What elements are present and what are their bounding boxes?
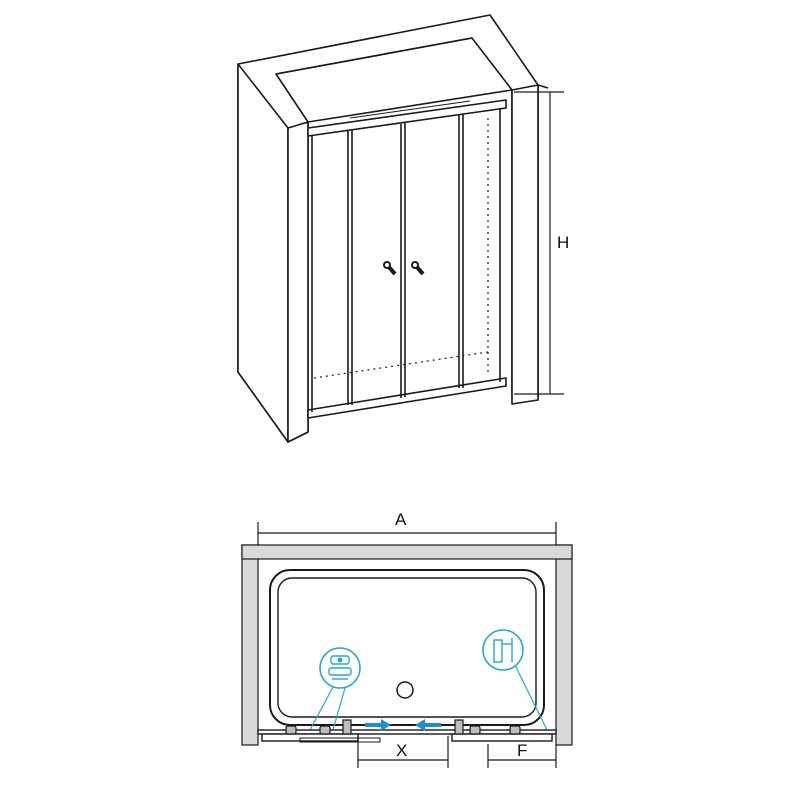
ledge-line [275,37,473,75]
roller [285,725,297,735]
drain-icon [396,681,414,699]
arrow-left-icon [415,719,441,731]
left-wall-edge [287,121,309,443]
top-rail [307,99,507,137]
top-rail-detail [349,100,471,119]
arrow-right-icon [365,719,391,731]
plan-right-wall [555,544,573,746]
fixed-panel-label: F [517,741,527,760]
height-label: H [557,233,569,252]
right-wall-top-edge [537,84,549,89]
roller [319,725,331,735]
opening-dimension [357,736,449,768]
plan-left-wall [241,544,259,746]
roller-bracket-callout-icon [309,647,361,731]
roller [509,725,521,735]
width-dimension [257,522,557,545]
opening-label: X [396,741,407,760]
left-wall-face [237,63,289,443]
height-dimension [514,91,564,395]
roller [469,725,481,735]
width-label: A [395,510,407,529]
ledge-front-line [307,89,513,123]
plan-back-wall [241,544,573,560]
wall-profile-callout-icon [482,629,549,733]
perspective-view [237,14,549,443]
door-handle-icon [411,261,425,276]
right-wall-column [511,84,539,405]
roller [342,719,352,735]
bottom-threshold [307,377,507,419]
door-handle-icon [383,261,397,276]
door-handles [383,261,425,276]
fixed-panel-dimension [487,744,557,768]
roller [454,719,464,735]
rollers [285,719,521,735]
